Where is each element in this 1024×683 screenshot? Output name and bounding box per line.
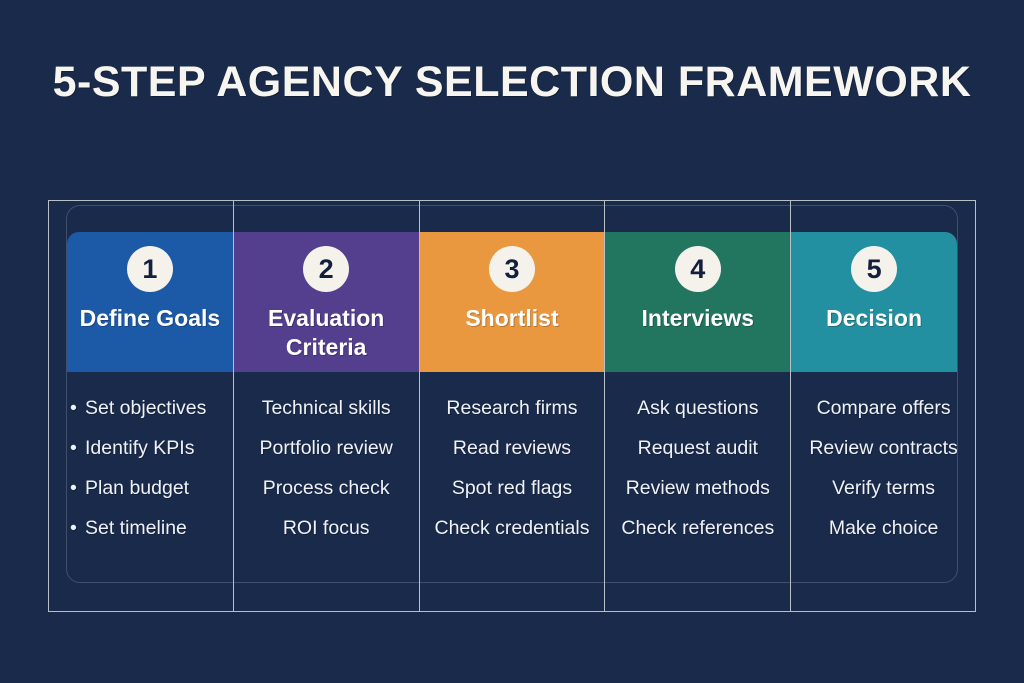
list-item: Verify terms xyxy=(832,477,936,499)
list-item: Portfolio review xyxy=(259,437,393,459)
list-item: ROI focus xyxy=(282,517,370,539)
list-item: Process check xyxy=(262,477,390,499)
list-item: Identify KPIs xyxy=(70,428,227,468)
list-item: Plan budget xyxy=(70,468,227,508)
step-title-3: Shortlist xyxy=(465,305,559,331)
list-item: Review methods xyxy=(625,477,770,499)
step-title-5: Decision xyxy=(826,305,923,331)
step-number-badge-4: 4 xyxy=(674,246,721,292)
framework-outer-frame xyxy=(48,200,976,612)
step-title-1: Define Goals xyxy=(79,305,221,331)
step-number-badge-5: 5 xyxy=(851,246,898,292)
list-item: Set objectives xyxy=(70,388,227,428)
list-item: Compare offers xyxy=(816,397,951,419)
list-item: Read reviews xyxy=(452,437,572,459)
step-number-badge-3: 3 xyxy=(488,246,535,292)
list-item: Ask questions xyxy=(637,397,759,419)
list-item: Make choice xyxy=(828,517,939,539)
list-item: Technical skills xyxy=(261,397,391,419)
list-item: Request audit xyxy=(637,437,758,459)
list-item: Check references xyxy=(621,517,775,539)
list-item: Review contracts xyxy=(809,437,958,459)
list-item: Spot red flags xyxy=(451,477,573,499)
list-item: Research firms xyxy=(446,397,578,419)
list-item: Set timeline xyxy=(70,508,227,548)
step-number-badge-1: 1 xyxy=(126,246,173,292)
step-number-badge-2: 2 xyxy=(303,246,350,292)
step-title-2: Evaluation Criteria xyxy=(268,305,385,360)
page-title: 5-Step Agency Selection Framework xyxy=(52,58,972,106)
step-title-4: Interviews xyxy=(641,305,755,331)
list-item: Check credentials xyxy=(434,517,590,539)
step-item-list-1: Set objectivesIdentify KPIsPlan budgetSe… xyxy=(48,388,233,548)
